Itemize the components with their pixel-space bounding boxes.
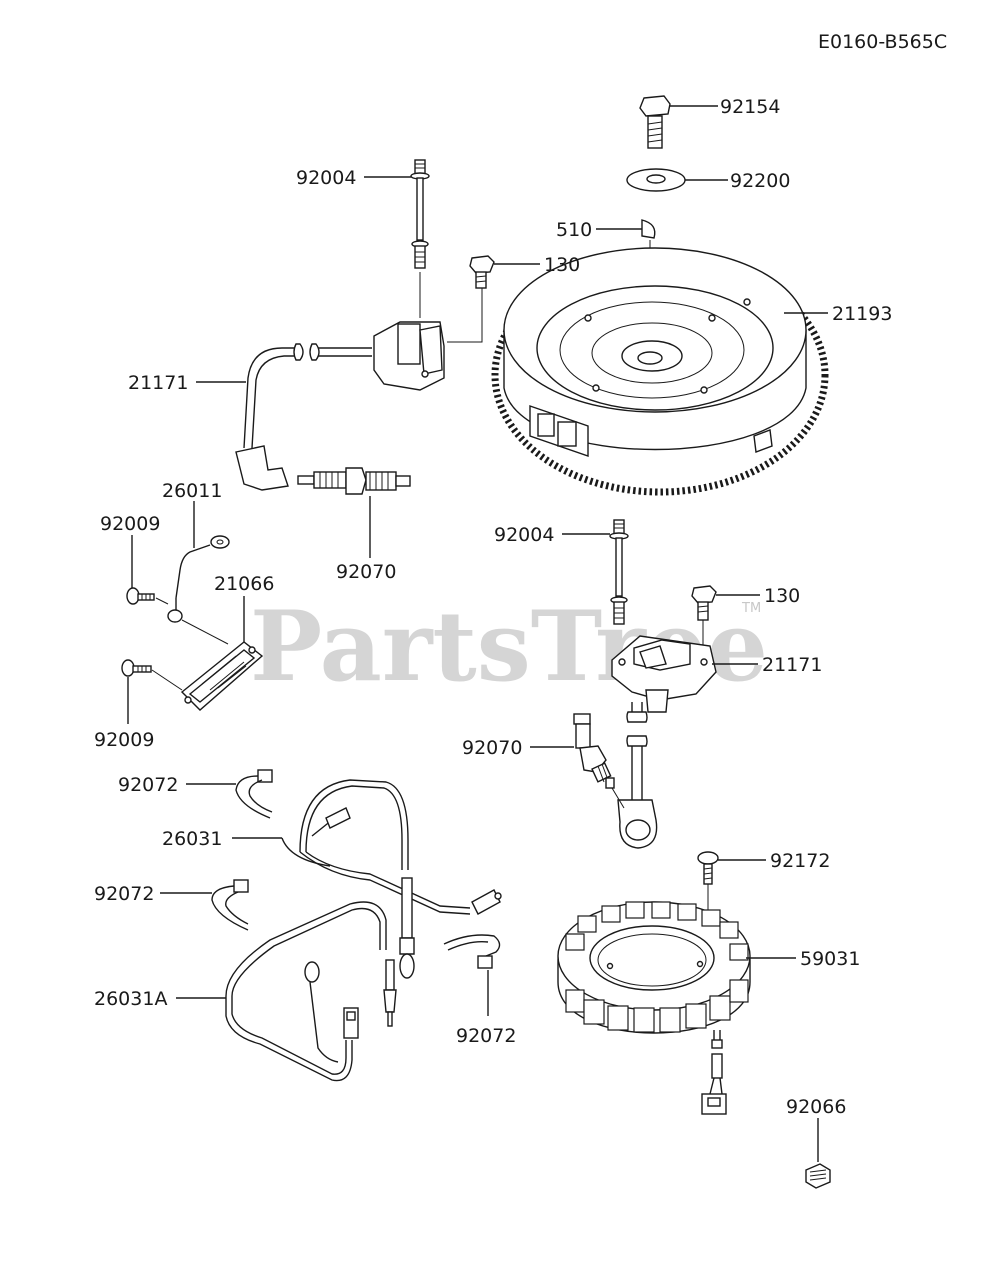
part-clamp-92072-mid[interactable] [211, 879, 249, 931]
label-92072-mid[interactable]: 92072 [94, 883, 154, 905]
label-92070-left[interactable]: 92070 [336, 561, 396, 583]
part-stud-92004-mid[interactable] [609, 519, 629, 625]
leader-21066-to-wire [181, 619, 229, 645]
label-26031A[interactable]: 26031A [94, 988, 167, 1010]
label-21171-left[interactable]: 21171 [128, 372, 188, 394]
part-screw-92009-bottom[interactable] [121, 659, 152, 677]
part-clamp-92072-top[interactable] [235, 769, 273, 819]
part-stud-92004-top[interactable] [410, 159, 430, 269]
label-92072-bottom[interactable]: 92072 [456, 1025, 516, 1047]
label-92172[interactable]: 92172 [770, 850, 830, 872]
label-92004-top[interactable]: 92004 [296, 167, 356, 189]
part-bolt-130-top[interactable] [469, 255, 495, 289]
label-21193[interactable]: 21193 [832, 303, 892, 325]
label-21171-right[interactable]: 21171 [762, 654, 822, 676]
part-screw-92009-top[interactable] [126, 587, 155, 605]
label-92066[interactable]: 92066 [786, 1096, 846, 1118]
part-nut-92066[interactable] [805, 1163, 831, 1189]
leader-130-top-to-coil [447, 288, 483, 343]
label-26011[interactable]: 26011 [162, 480, 222, 502]
part-regulator-21066[interactable] [180, 641, 264, 711]
part-ignition-coil-21171-left[interactable] [235, 321, 445, 491]
leader-92009-top-to-wire [155, 597, 169, 605]
part-screw-92172[interactable] [697, 851, 719, 885]
part-harness-26031A[interactable] [225, 901, 397, 1082]
label-59031[interactable]: 59031 [800, 948, 860, 970]
part-ignition-coil-21171-right[interactable] [611, 635, 717, 849]
part-key-510[interactable] [641, 219, 656, 239]
label-92200[interactable]: 92200 [730, 170, 790, 192]
part-lead-wire-26011[interactable] [167, 535, 230, 623]
label-92070-right[interactable]: 92070 [462, 737, 522, 759]
label-510[interactable]: 510 [556, 219, 592, 241]
leader-92009-bottom-to-regulator [151, 669, 183, 691]
label-92154[interactable]: 92154 [720, 96, 780, 118]
label-130-top[interactable]: 130 [544, 254, 580, 276]
part-flywheel-21193[interactable] [491, 247, 829, 496]
part-bolt-130-mid[interactable] [691, 585, 717, 621]
part-spark-plug-92070-right[interactable] [573, 713, 615, 789]
part-harness-26031[interactable] [281, 779, 502, 979]
part-washer-92200[interactable] [626, 168, 686, 192]
part-clamp-92072-bottom[interactable] [443, 934, 501, 969]
part-spark-plug-92070-left[interactable] [297, 467, 411, 495]
part-stator-59031[interactable] [557, 901, 751, 1115]
label-130-mid[interactable]: 130 [764, 585, 800, 607]
label-92009-bottom[interactable]: 92009 [94, 729, 154, 751]
leader-92070-right-to-cap [611, 787, 625, 809]
label-26031[interactable]: 26031 [162, 828, 222, 850]
diagram-code: E0160-B565C [818, 31, 947, 53]
label-21066[interactable]: 21066 [214, 573, 274, 595]
watermark-tm: TM [741, 601, 761, 616]
label-92072-top[interactable]: 92072 [118, 774, 178, 796]
label-92009-top[interactable]: 92009 [100, 513, 160, 535]
part-bolt-92154[interactable] [639, 95, 671, 149]
label-92004-mid[interactable]: 92004 [494, 524, 554, 546]
